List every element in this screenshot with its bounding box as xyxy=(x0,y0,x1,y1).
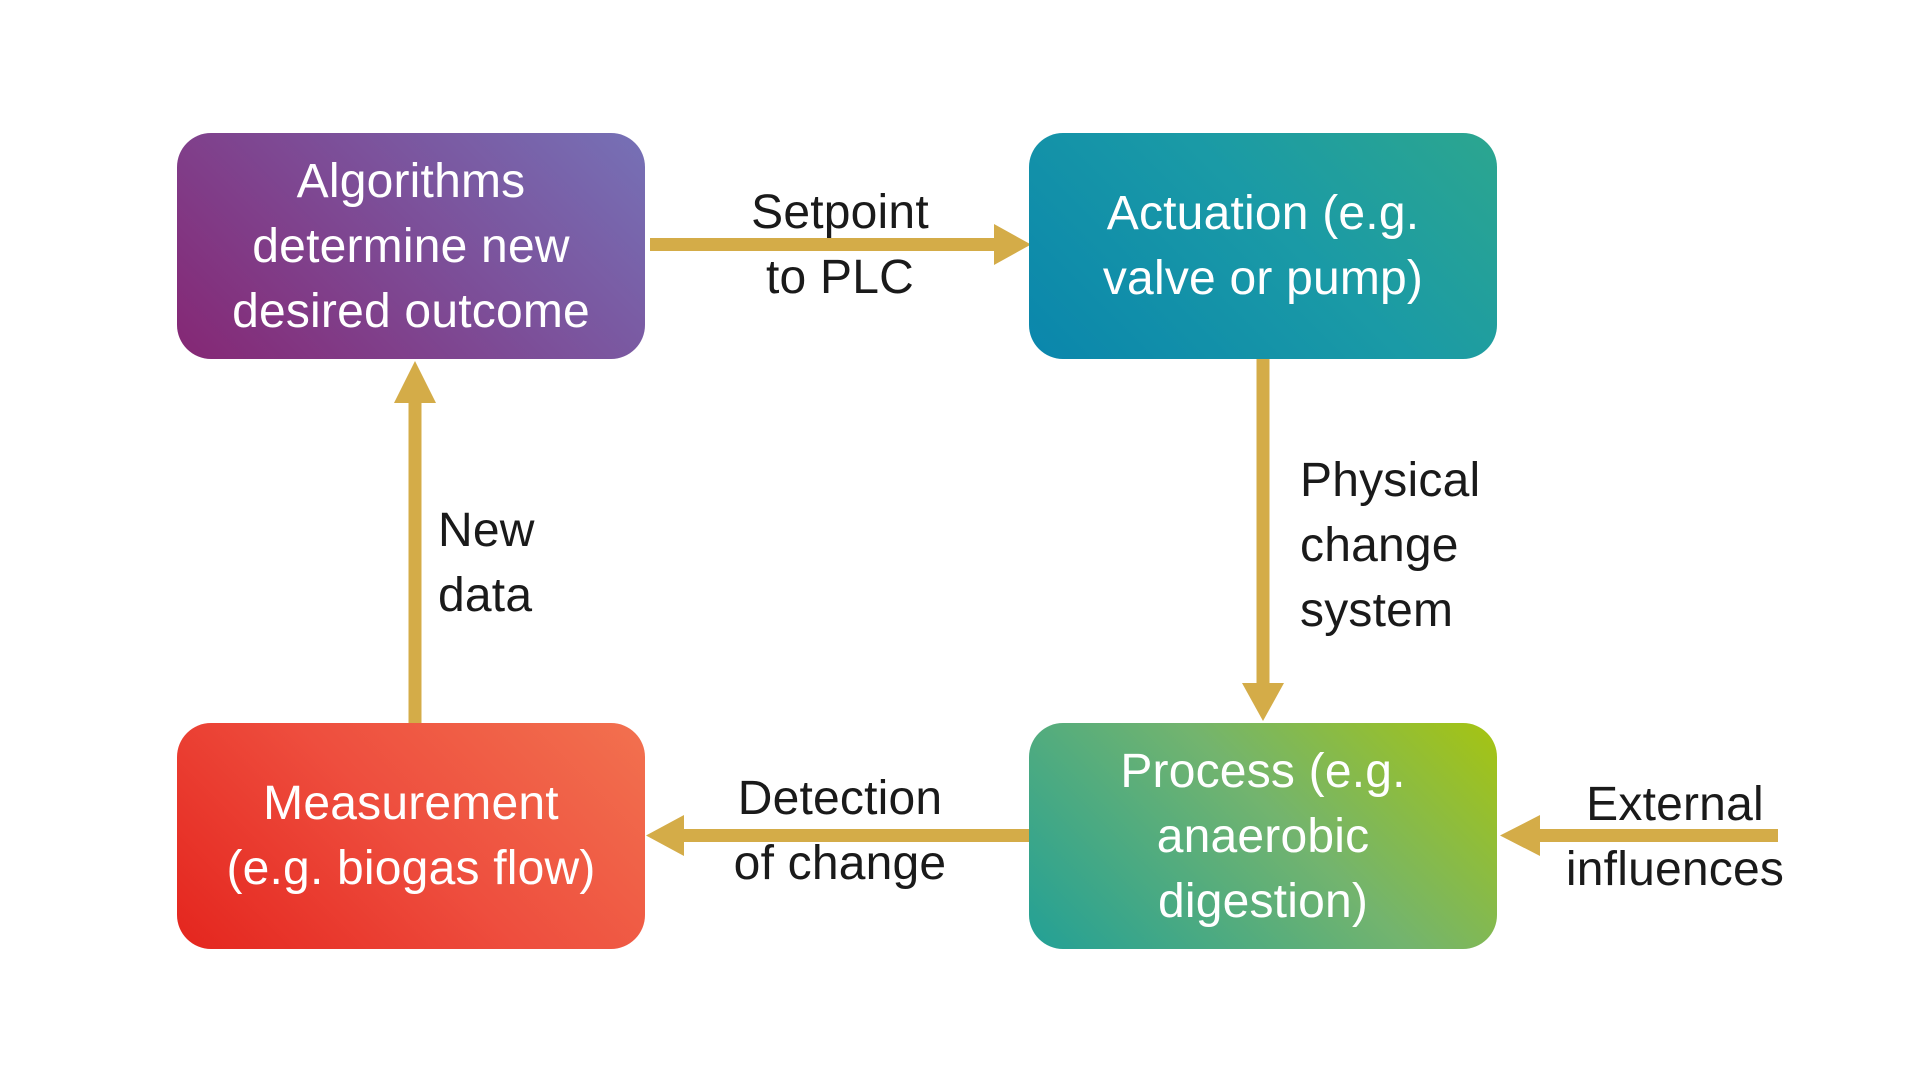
process-node: Process (e.g. anaerobic digestion) xyxy=(1029,723,1497,949)
actuation-node: Actuation (e.g. valve or pump) xyxy=(1029,133,1497,359)
arrow-new-data xyxy=(394,361,436,723)
physical-change-label: Physical change system xyxy=(1300,454,1481,637)
algorithms-label: Algorithms determine new desired outcome xyxy=(232,154,590,338)
arrow-setpoint xyxy=(650,224,1031,265)
external-influences-label: External influences xyxy=(1565,778,1785,896)
detection-label: Detection of change xyxy=(733,772,947,890)
new-data-label: New data xyxy=(438,504,535,622)
arrow-physical-change xyxy=(1242,359,1284,721)
process-label: Process (e.g. anaerobic digestion) xyxy=(1120,744,1406,928)
measurement-label: Measurement (e.g. biogas flow) xyxy=(226,777,596,895)
measurement-node: Measurement (e.g. biogas flow) xyxy=(177,723,645,949)
arrow-detection xyxy=(646,815,1029,856)
arrow-external-influences xyxy=(1500,815,1778,856)
algorithms-node: Algorithms determine new desired outcome xyxy=(177,133,645,359)
setpoint-label: Setpoint to PLC xyxy=(751,186,929,304)
actuation-label: Actuation (e.g. valve or pump) xyxy=(1102,187,1424,305)
